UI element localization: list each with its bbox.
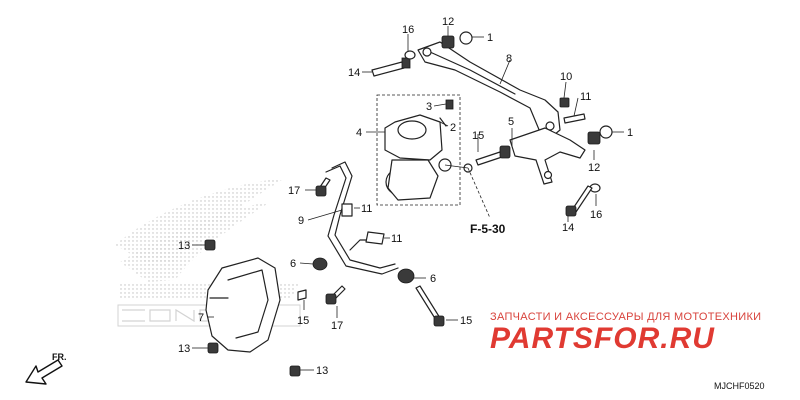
diagram-code: MJCHF0520	[714, 381, 765, 391]
callout-label: 1	[627, 127, 633, 139]
callout-label: 10	[560, 71, 572, 83]
upper-bracket-arm	[417, 41, 561, 141]
callout-label: 13	[316, 365, 328, 377]
callout-label: 15	[297, 315, 309, 327]
watermark-brand: PARTSFOR.RU	[490, 322, 715, 355]
grommets	[312, 257, 415, 284]
callout-label: 11	[580, 91, 591, 103]
reference-label: F-5-30	[470, 222, 506, 236]
watermark-headline: ЗАПЧАСТИ И АКСЕССУАРЫ ДЛЯ МОТОТЕХНИКИ	[490, 311, 761, 323]
fasteners	[204, 31, 613, 377]
callout-label: 5	[508, 116, 514, 128]
callout-label: 11	[391, 233, 402, 245]
callout-label: 17	[331, 320, 343, 332]
callout-label: 11	[361, 203, 372, 215]
actuator-assembly	[376, 94, 473, 206]
lower-cover	[205, 257, 281, 353]
callout-label: 16	[590, 209, 602, 221]
callout-label: 14	[562, 222, 574, 234]
callout-labels: 1 1 2 3 4 5 6 6 7 8 9 10 11 11 11 12 12 …	[178, 16, 633, 377]
callout-label: 7	[198, 312, 204, 324]
callout-label: 3	[426, 101, 432, 113]
callout-label: 6	[290, 258, 296, 270]
callout-label: 17	[288, 185, 300, 197]
leader-lines	[192, 26, 624, 371]
callout-label: 13	[178, 343, 190, 355]
callout-label: 2	[450, 122, 456, 134]
callout-label: 15	[472, 130, 484, 142]
front-direction-indicator: FR.	[25, 352, 67, 385]
callout-label: 6	[430, 273, 436, 285]
callout-label: 12	[442, 16, 454, 28]
callout-label: 12	[588, 162, 600, 174]
callout-label: 1	[487, 32, 493, 44]
callout-label: 4	[356, 127, 362, 139]
watermark: ЗАПЧАСТИ И АКСЕССУАРЫ ДЛЯ МОТОТЕХНИКИ PA…	[490, 311, 761, 355]
arrow-down-left-icon	[25, 359, 63, 385]
callout-label: 15	[460, 315, 472, 327]
callout-label: 13	[178, 240, 190, 252]
callout-label: 14	[348, 67, 360, 79]
front-direction-label: FR.	[52, 352, 67, 362]
callout-label: 8	[506, 53, 512, 65]
callout-label: 9	[298, 215, 304, 227]
callout-label: 16	[402, 24, 414, 36]
stay-bracket	[509, 127, 586, 185]
